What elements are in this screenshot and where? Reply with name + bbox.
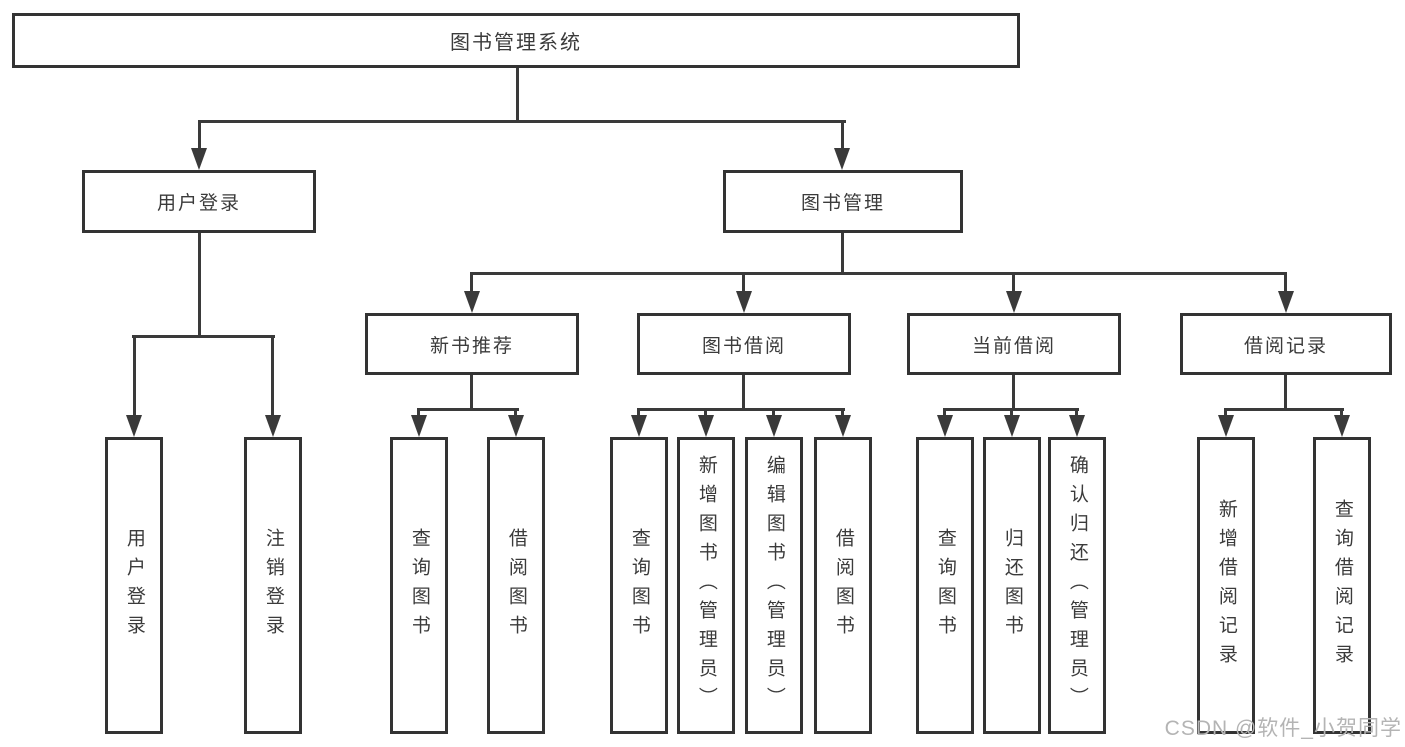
- edge-to-leaf-add-book: [704, 408, 707, 415]
- edge-to-leaf-query-record: [1340, 408, 1343, 415]
- edge-new-book-recommend-trunk: [470, 375, 473, 408]
- edge-book-management-trunk: [841, 233, 844, 272]
- down-arrowhead-leaf-logout: [265, 415, 281, 437]
- leaf-return-book: 归还图书: [983, 437, 1041, 734]
- leaf-query-books-1-label: 查询图书: [408, 527, 430, 644]
- down-arrowhead-leaf-query-books-1: [411, 415, 427, 437]
- down-arrowhead-leaf-add-book: [698, 415, 714, 437]
- node-borrow-records-label: 借阅记录: [1243, 335, 1328, 357]
- node-book-borrow: 图书借阅: [637, 313, 851, 375]
- leaf-borrow-books-2: 借阅图书: [814, 437, 872, 734]
- edge-book-borrow-trunk: [742, 375, 745, 408]
- leaf-confirm-return-admin: 确认归还（管理员）: [1048, 437, 1106, 734]
- leaf-query-borrow-record: 查询借阅记录: [1313, 437, 1371, 734]
- down-arrowhead-leaf-user-login: [126, 415, 142, 437]
- leaf-borrow-books-1: 借阅图书: [487, 437, 545, 734]
- edge-book-management-branch: [470, 272, 1287, 275]
- edge-to-user-login: [198, 120, 201, 148]
- leaf-edit-book-admin: 编辑图书（管理员）: [745, 437, 803, 734]
- csdn-watermark: CSDN @软件_小贺同学: [1164, 717, 1402, 740]
- leaf-logout-label: 注销登录: [262, 527, 284, 644]
- edge-borrow-records-trunk: [1284, 375, 1287, 408]
- edge-to-leaf-add-record: [1224, 408, 1227, 415]
- node-book-management-label: 图书管理: [800, 193, 885, 214]
- edge-new-book-recommend-branch: [417, 408, 519, 411]
- leaf-query-books-3: 查询图书: [916, 437, 974, 734]
- node-new-book-recommend: 新书推荐: [365, 313, 579, 375]
- node-borrow-records: 借阅记录: [1180, 313, 1392, 375]
- down-arrowhead-user-login: [191, 148, 207, 170]
- node-user-login-label: 用户登录: [156, 193, 241, 214]
- node-book-borrow-label: 图书借阅: [701, 335, 786, 357]
- node-current-borrow: 当前借阅: [907, 313, 1121, 375]
- down-arrowhead-leaf-confirm-return: [1069, 415, 1085, 437]
- down-arrowhead-current-borrow: [1006, 291, 1022, 313]
- down-arrowhead-new-book-recommend: [464, 291, 480, 313]
- edge-to-leaf-borrow-books-2: [841, 408, 844, 415]
- edge-to-leaf-borrow-books-1: [514, 408, 517, 415]
- leaf-query-books-2: 查询图书: [610, 437, 668, 734]
- leaf-add-borrow-record-label: 新增借阅记录: [1215, 498, 1237, 673]
- edge-to-leaf-return-book: [1010, 408, 1013, 415]
- down-arrowhead-book-management: [834, 148, 850, 170]
- edge-to-leaf-edit-book: [772, 408, 775, 415]
- edge-to-leaf-logout: [271, 335, 274, 415]
- edge-to-book-management: [841, 120, 844, 148]
- leaf-borrow-books-1-label: 借阅图书: [505, 527, 527, 644]
- node-new-book-recommend-label: 新书推荐: [429, 335, 514, 357]
- edge-current-borrow-trunk: [1012, 375, 1015, 408]
- node-library-system-label: 图书管理系统: [450, 32, 582, 54]
- edge-to-borrow-records: [1284, 272, 1287, 291]
- node-library-system: 图书管理系统: [12, 13, 1020, 68]
- leaf-return-book-label: 归还图书: [1001, 527, 1023, 644]
- leaf-query-books-1: 查询图书: [390, 437, 448, 734]
- leaf-query-books-3-label: 查询图书: [934, 527, 956, 644]
- leaf-edit-book-admin-label: 编辑图书（管理员）: [763, 455, 785, 716]
- leaf-query-borrow-record-label: 查询借阅记录: [1331, 498, 1353, 673]
- edge-borrow-records-branch: [1224, 408, 1344, 411]
- down-arrowhead-leaf-borrow-books-2: [835, 415, 851, 437]
- edge-to-leaf-query-books-2: [637, 408, 640, 415]
- edge-to-new-book-recommend: [470, 272, 473, 291]
- down-arrowhead-leaf-query-record: [1334, 415, 1350, 437]
- leaf-add-book-admin: 新增图书（管理员）: [677, 437, 735, 734]
- edge-book-borrow-branch: [637, 408, 845, 411]
- down-arrowhead-leaf-query-books-3: [937, 415, 953, 437]
- edge-to-leaf-user-login: [133, 335, 136, 415]
- node-current-borrow-label: 当前借阅: [971, 335, 1056, 357]
- down-arrowhead-leaf-borrow-books-1: [508, 415, 524, 437]
- edge-to-leaf-confirm-return: [1075, 408, 1078, 415]
- edge-to-leaf-query-books-3: [943, 408, 946, 415]
- leaf-add-borrow-record: 新增借阅记录: [1197, 437, 1255, 734]
- edge-to-book-borrow: [742, 272, 745, 291]
- leaf-add-book-admin-label: 新增图书（管理员）: [695, 455, 717, 716]
- node-user-login: 用户登录: [82, 170, 316, 233]
- leaf-query-books-2-label: 查询图书: [628, 527, 650, 644]
- leaf-user-login-label: 用户登录: [123, 527, 145, 644]
- edge-root-trunk: [516, 68, 519, 120]
- down-arrowhead-leaf-return-book: [1004, 415, 1020, 437]
- down-arrowhead-leaf-add-record: [1218, 415, 1234, 437]
- leaf-borrow-books-2-label: 借阅图书: [832, 527, 854, 644]
- edge-to-leaf-query-books-1: [417, 408, 420, 415]
- leaf-logout: 注销登录: [244, 437, 302, 734]
- edge-user-login-branch: [132, 335, 275, 338]
- down-arrowhead-book-borrow: [736, 291, 752, 313]
- down-arrowhead-leaf-edit-book: [766, 415, 782, 437]
- node-book-management: 图书管理: [723, 170, 963, 233]
- edge-user-login-trunk: [198, 233, 201, 335]
- down-arrowhead-borrow-records: [1278, 291, 1294, 313]
- edge-to-current-borrow: [1012, 272, 1015, 291]
- down-arrowhead-leaf-query-books-2: [631, 415, 647, 437]
- edge-root-branch: [198, 120, 846, 123]
- leaf-confirm-return-admin-label: 确认归还（管理员）: [1066, 455, 1088, 716]
- leaf-user-login: 用户登录: [105, 437, 163, 734]
